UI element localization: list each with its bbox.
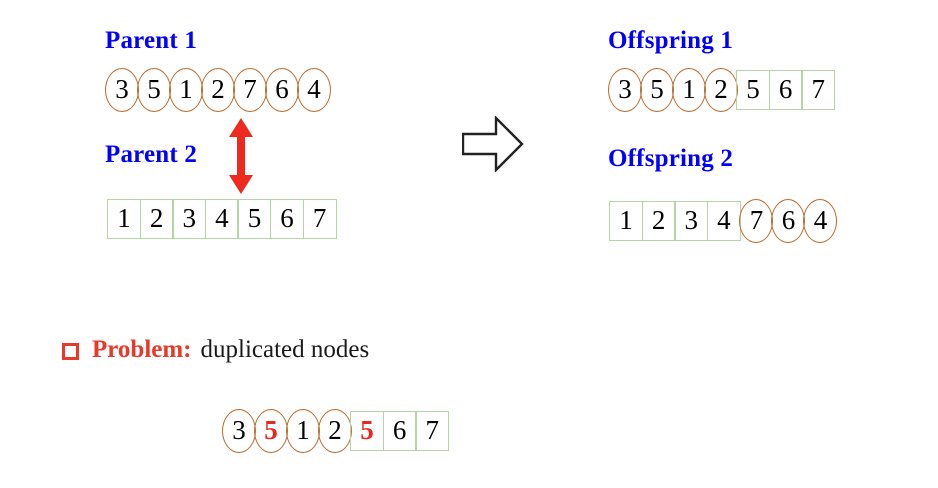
problem-gene-0: 3 <box>222 409 256 453</box>
hollow-square-bullet-icon <box>62 342 79 360</box>
problem-gene-value-5: 6 <box>392 414 407 445</box>
parent-1-gene-1: 5 <box>137 68 171 112</box>
parent-1-label: Parent 1 <box>105 27 198 54</box>
offspring-1-gene-value-2: 1 <box>682 73 696 104</box>
parent-2-gene-value-6: 7 <box>312 202 327 233</box>
parent-2-gene-value-5: 6 <box>280 202 294 233</box>
parent-2-gene-6: 7 <box>302 199 337 239</box>
problem-gene-5: 6 <box>382 411 417 451</box>
problem-gene-4: 5 <box>350 411 384 451</box>
parent-2-label: Parent 2 <box>105 141 198 168</box>
offspring-2-gene-3: 4 <box>706 201 741 241</box>
parent-1-gene-2: 1 <box>169 68 203 112</box>
problem-gene-value-6: 7 <box>425 414 439 445</box>
offspring-1-gene-3: 2 <box>704 68 738 112</box>
offspring-1-gene-value-1: 5 <box>650 73 664 104</box>
offspring-1-gene-value-5: 6 <box>778 73 793 104</box>
problem-gene-value-1: 5 <box>264 414 278 445</box>
problem-gene-value-2: 1 <box>296 414 310 445</box>
offspring-2-gene-2: 3 <box>674 201 709 241</box>
parent-1-gene-value-2: 1 <box>179 73 193 104</box>
parent-1-gene-value-5: 6 <box>275 73 289 104</box>
offspring-2-gene-6: 4 <box>803 199 838 243</box>
parent-1-gene-0: 3 <box>105 68 139 112</box>
parent-2-gene-3: 4 <box>204 199 239 239</box>
offspring-1-gene-value-3: 2 <box>714 73 728 104</box>
offspring-2-gene-value-4: 7 <box>749 204 764 235</box>
parent-1-gene-value-6: 4 <box>307 73 321 104</box>
crossover-point-double-arrow <box>227 117 255 200</box>
offspring-2-gene-5: 6 <box>771 199 806 243</box>
problem-gene-6: 7 <box>415 411 450 451</box>
parent-1-gene-value-1: 5 <box>147 73 161 104</box>
offspring-2-gene-value-3: 4 <box>717 204 731 235</box>
problem-gene-1: 5 <box>254 409 288 453</box>
parent-2-gene-2: 3 <box>172 199 207 239</box>
offspring-1-gene-value-6: 7 <box>811 73 825 104</box>
offspring-2-gene-1: 2 <box>641 201 676 241</box>
parent-1-gene-value-0: 3 <box>115 73 129 104</box>
offspring-1-gene-0: 3 <box>608 68 642 112</box>
offspring-1-gene-5: 6 <box>768 70 803 110</box>
parent-2-gene-1: 2 <box>139 199 174 239</box>
parent-2-gene-value-1: 2 <box>149 202 164 233</box>
parent-2-gene-value-2: 3 <box>182 202 196 233</box>
parent-1-gene-value-4: 7 <box>243 73 257 104</box>
offspring-2-gene-value-6: 4 <box>813 204 828 235</box>
problem-gene-2: 1 <box>286 409 320 453</box>
parent-2-gene-value-3: 4 <box>215 202 229 233</box>
offspring-1-gene-value-4: 5 <box>746 73 760 104</box>
problem-gene-value-3: 2 <box>328 414 342 445</box>
problem-gene-value-4: 5 <box>360 414 374 445</box>
offspring-1-gene-1: 5 <box>640 68 674 112</box>
parent-1-gene-4: 7 <box>233 68 267 112</box>
offspring-2-gene-value-1: 2 <box>651 204 666 235</box>
parent-2-gene-5: 6 <box>270 199 305 239</box>
offspring-2-gene-0: 1 <box>609 201 643 241</box>
problem-description: duplicated nodes <box>200 336 370 363</box>
offspring-1-gene-2: 1 <box>672 68 706 112</box>
parent-2-gene-value-4: 5 <box>247 202 262 233</box>
offspring-1-label: Offspring 1 <box>608 27 734 54</box>
offspring-1-gene-6: 7 <box>801 70 836 110</box>
problem-statement: Problem: duplicated nodes <box>62 336 369 364</box>
problem-gene-3: 2 <box>318 409 352 453</box>
parent-1-gene-6: 4 <box>297 68 331 112</box>
problem-gene-value-0: 3 <box>232 414 246 445</box>
offspring-2-gene-value-5: 6 <box>781 204 796 235</box>
offspring-2-gene-value-0: 1 <box>619 204 633 235</box>
parent-1-gene-value-3: 2 <box>211 73 225 104</box>
parent-2-gene-4: 5 <box>237 199 272 239</box>
offspring-2-gene-value-2: 3 <box>684 204 698 235</box>
offspring-2-gene-4: 7 <box>739 199 774 243</box>
offspring-2-label: Offspring 2 <box>608 145 734 172</box>
transition-arrow-icon <box>461 115 524 177</box>
offspring-1-gene-value-0: 3 <box>618 73 632 104</box>
parent-1-gene-3: 2 <box>201 68 235 112</box>
parent-2-gene-value-0: 1 <box>117 202 131 233</box>
parent-1-gene-5: 6 <box>265 68 299 112</box>
offspring-1-gene-4: 5 <box>736 70 770 110</box>
parent-2-gene-0: 1 <box>107 199 141 239</box>
problem-keyword: Problem: <box>92 336 192 363</box>
